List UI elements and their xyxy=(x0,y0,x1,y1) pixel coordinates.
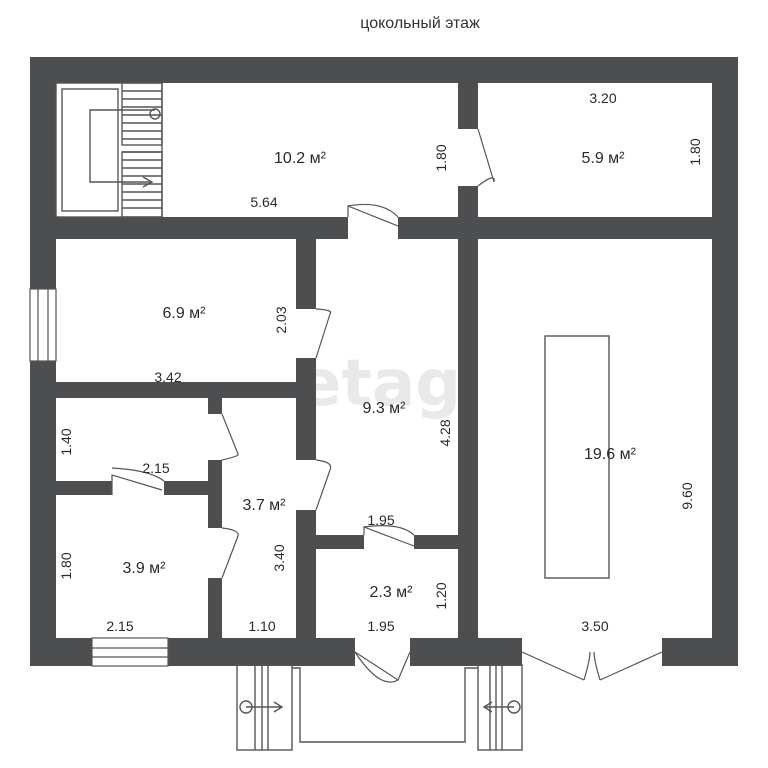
room-area-north-east: 5.9 м² xyxy=(581,150,625,167)
plan-title: цокольный этаж xyxy=(360,15,480,32)
room-height-north-east: 1.80 xyxy=(687,138,703,165)
wall-sw-north-2 xyxy=(164,481,222,495)
wall-top-row-2 xyxy=(398,217,738,239)
wall-west-room-east-1 xyxy=(296,239,316,309)
room-height-west-room: 2.03 xyxy=(273,306,289,333)
doors xyxy=(111,128,663,683)
wall-corridor-1 xyxy=(208,382,222,414)
room-width-large-room: 3.50 xyxy=(581,618,608,634)
room-height-south-west: 1.80 xyxy=(58,552,74,579)
room-width-corridor: 1.10 xyxy=(248,618,275,634)
room-height-large-room: 9.60 xyxy=(679,482,695,509)
wall-east xyxy=(712,57,738,666)
wall-west-room-east-2 xyxy=(296,358,316,460)
room-width-small-south: 1.95 xyxy=(367,618,394,634)
room-labels: 10.2 м² 5.64 1.80 5.9 м² 3.20 1.80 6.9 м… xyxy=(58,90,703,634)
wall-center-east xyxy=(458,217,478,666)
porch-platform xyxy=(292,667,478,743)
wall-south-4 xyxy=(662,638,738,666)
room-area-stair-hall: 10.2 м² xyxy=(274,150,327,167)
room-width-stair-hall: 5.64 xyxy=(250,194,277,210)
wall-sw-north-1 xyxy=(30,481,112,495)
room-width-top-small-south: 1.95 xyxy=(367,512,394,528)
wall-top-divider-1 xyxy=(458,57,478,129)
room-height-small-south: 1.20 xyxy=(433,582,449,609)
room-height-corridor: 3.40 xyxy=(271,544,287,571)
wall-south-1 xyxy=(30,638,92,666)
room-height-hall: 4.28 xyxy=(437,419,453,446)
room-area-small-south: 2.3 м² xyxy=(369,584,413,601)
stairs-porch-left xyxy=(236,664,293,751)
windows xyxy=(29,288,169,667)
room-width-small-top: 2.15 xyxy=(142,460,169,476)
room-width-north-east: 3.20 xyxy=(589,90,616,106)
room-height-small-top: 1.40 xyxy=(58,428,74,455)
room-width-west-room: 3.42 xyxy=(154,369,181,385)
room-height-stair-hall: 1.80 xyxy=(433,144,449,171)
wall-small-south-north-1 xyxy=(296,535,364,549)
room-area-corridor: 3.7 м² xyxy=(242,497,286,514)
room-width-south-west: 2.15 xyxy=(106,618,133,634)
watermark: etagi xyxy=(298,347,483,421)
wall-west-room-south xyxy=(30,382,316,398)
wall-small-south-north-2 xyxy=(414,535,478,549)
stairs-interior xyxy=(55,82,163,218)
wall-south-2 xyxy=(168,638,355,666)
wall-top-row-1 xyxy=(30,217,348,239)
large-room-fixture xyxy=(544,335,610,579)
wall-north xyxy=(30,57,738,83)
wall-west-room-east-3 xyxy=(296,510,316,666)
room-area-west-room: 6.9 м² xyxy=(162,305,206,322)
wall-corridor-3 xyxy=(208,578,222,666)
walls xyxy=(30,57,738,666)
room-area-south-west: 3.9 м² xyxy=(122,560,166,577)
room-area-large-room: 19.6 м² xyxy=(584,446,637,463)
room-area-hall: 9.3 м² xyxy=(362,400,406,417)
stairs-porch-right xyxy=(477,664,523,751)
